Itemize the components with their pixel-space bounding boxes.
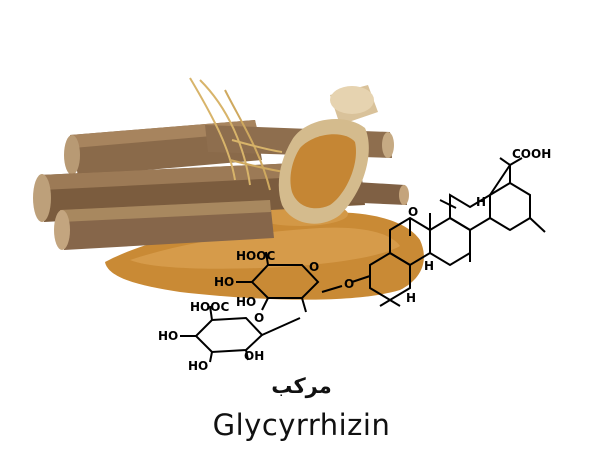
ho-label: HO [236,295,256,309]
ho-label: HO [158,329,178,343]
ring-o-label: O [309,260,319,274]
oh-label: OH [244,349,264,363]
ketone-o-label: O [408,205,418,219]
glycoside-o-label: O [344,277,354,291]
hooc-label: HOOC [190,300,229,314]
wooden-scoop [278,85,378,224]
hooc-label: HOOC [236,249,275,263]
ring-o-label: O [254,311,264,325]
cooh-label: COOH [512,147,551,161]
hydrogen-label: H [406,291,416,305]
hydrogen-label: H [476,195,486,209]
arabic-caption: مركب [271,374,332,398]
ho-label: HO [188,359,208,373]
ho-label: HO [214,275,234,289]
structure-labels: COOH O H H H O O O HOOC HO HO HOOC HO HO… [158,147,551,373]
compound-name: Glycyrrhizin [212,408,391,442]
hydrogen-label: H [424,259,434,273]
glycyrrhizin-structure [180,157,546,363]
